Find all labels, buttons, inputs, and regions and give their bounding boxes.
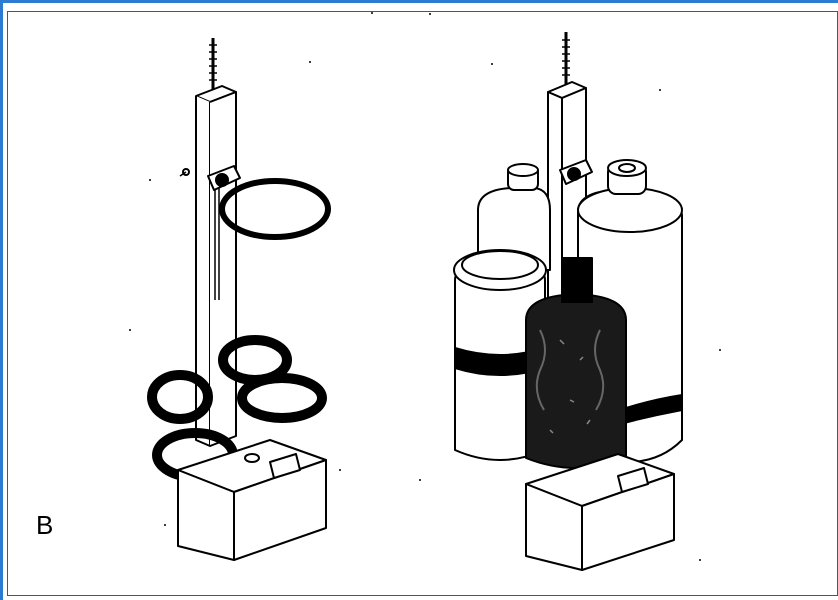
empty-stand-illustration: [147, 38, 331, 561]
scan-speckles: [129, 12, 721, 561]
bottle-front-filled: [525, 257, 627, 469]
top-clamp-right: [559, 159, 593, 185]
panel-label: B: [36, 510, 54, 540]
bottle-front-left: [453, 249, 547, 461]
threaded-rod-right: [562, 32, 570, 84]
vertical-post-left: [195, 85, 237, 447]
support-ring-left: [219, 178, 331, 240]
loaded-stand-illustration: [453, 32, 683, 571]
base-box-right: [525, 453, 675, 571]
top-ring-clamp-left: [179, 165, 241, 191]
base-box-left: [177, 439, 327, 561]
threaded-rod-left: [209, 38, 217, 90]
